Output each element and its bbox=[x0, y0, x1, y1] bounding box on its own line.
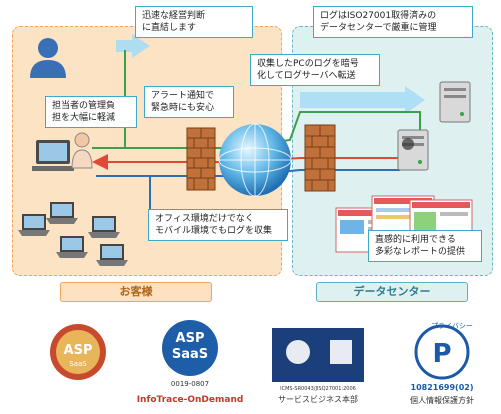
privacy-word: プライバシー bbox=[431, 322, 473, 330]
laptop-icon-1 bbox=[46, 202, 78, 224]
transfer-arrow bbox=[300, 86, 425, 114]
asp-saas-top: ASP bbox=[176, 331, 205, 346]
privacy-number: 10821699(02) bbox=[411, 383, 474, 392]
callout-alert-notification: アラート通知で 緊急時にも安心 bbox=[144, 86, 234, 118]
datacenter-zone-label: データセンター bbox=[316, 282, 468, 302]
admin-pc-icon bbox=[32, 132, 93, 171]
isms-label: サービスビジネス本部 bbox=[278, 394, 358, 404]
privacy-mark-logo: プライバシー P 10821699(02) 個人情報保護方針 bbox=[410, 322, 474, 405]
isms-certification-logo: ICMS-SR0043/JISQ27001:2006 サービスビジネス本部 bbox=[272, 328, 364, 404]
privacy-label: 個人情報保護方針 bbox=[410, 395, 474, 405]
asp-award-logo: ASP SaaS bbox=[50, 324, 106, 380]
customer-zone-label: お客様 bbox=[60, 282, 212, 302]
callout-mobile-logging: オフィス環境だけでなく モバイル環境でもログを収集 bbox=[148, 209, 288, 241]
callout-iso-datacenter: ログはISO27001取得済みの データセンターで厳重に管理 bbox=[313, 6, 473, 38]
svg-text:P: P bbox=[432, 339, 451, 369]
report-server-icon bbox=[397, 129, 429, 171]
laptop-icon-4 bbox=[56, 236, 88, 258]
manager-person-icon bbox=[30, 38, 66, 78]
firewall-right-icon bbox=[304, 124, 336, 192]
callout-log-collection: 収集したPCのログを暗号 化してログサーバへ転送 bbox=[250, 54, 380, 86]
internet-globe-icon bbox=[218, 123, 292, 197]
log-server-icon bbox=[439, 81, 471, 123]
callout-reports: 直感的に利用できる 多彩なレポートの提供 bbox=[368, 230, 482, 262]
laptop-icon-5 bbox=[96, 244, 128, 266]
callout-admin-burden: 担当者の管理負 担を大幅に軽減 bbox=[45, 96, 137, 128]
infotrace-label: InfoTrace-OnDemand bbox=[137, 395, 244, 405]
asp-saas-bottom: SaaS bbox=[172, 347, 208, 362]
asp-award-sub: SaaS bbox=[69, 360, 87, 368]
network-diagram bbox=[18, 34, 473, 266]
asp-award-main: ASP bbox=[64, 343, 93, 358]
saas-number: 0019-0807 bbox=[171, 380, 209, 388]
asp-saas-certification-logo: ASP SaaS 0019-0807 InfoTrace-OnDemand bbox=[137, 320, 244, 405]
laptop-icon-2 bbox=[18, 214, 50, 236]
isms-code: ICMS-SR0043/JISQ27001:2006 bbox=[280, 386, 356, 392]
certification-logos: ASP SaaS ASP SaaS 0019-0807 InfoTrace-On… bbox=[50, 320, 474, 405]
callout-fast-decision: 迅速な経営判断 に直結します bbox=[135, 6, 253, 38]
green-line bbox=[92, 111, 420, 149]
firewall-left-icon bbox=[186, 127, 216, 191]
laptop-icon-3 bbox=[88, 216, 120, 238]
